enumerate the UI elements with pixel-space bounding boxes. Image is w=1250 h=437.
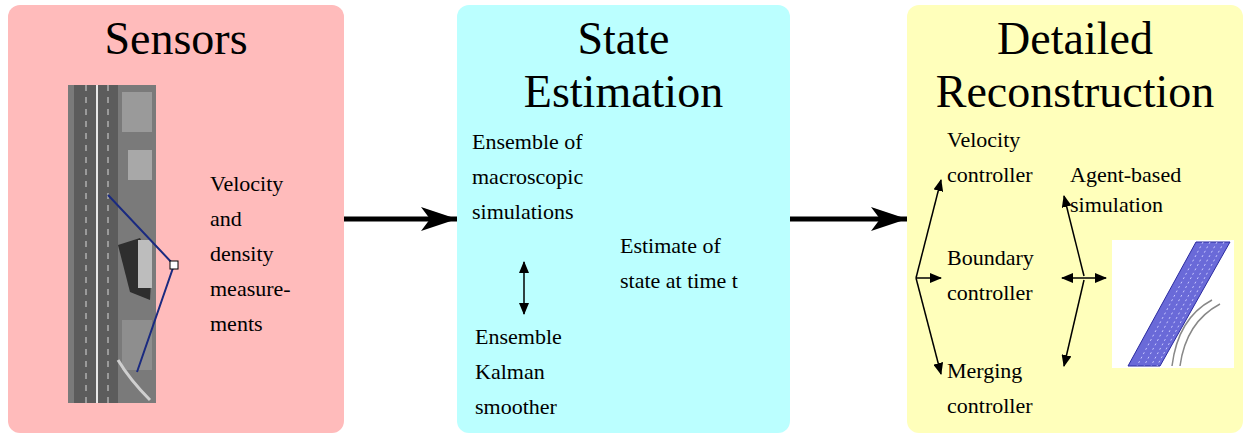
- sensor-point: [170, 261, 178, 269]
- panel-heading: Detailed Reconstruction: [911, 12, 1239, 118]
- panel-text: Velocity and density measure- ments: [210, 166, 291, 341]
- highway: [74, 85, 118, 403]
- sensor-link: [108, 195, 174, 372]
- stage-panel: State EstimationEnsemble of macroscopic …: [457, 5, 790, 433]
- ramp-outline: [1180, 304, 1220, 366]
- lane-mark: [96, 85, 98, 403]
- panel-text: Boundary controller: [947, 240, 1057, 310]
- vehicles: [1137, 242, 1224, 366]
- fork-arrow: [916, 278, 941, 374]
- ramp-outline: [1172, 300, 1212, 366]
- panel-text: Agent-based simulation: [1070, 160, 1195, 220]
- building: [122, 320, 152, 370]
- double-arrow: [1062, 277, 1106, 279]
- fork-arrow: [916, 277, 941, 279]
- stage-panel: Detailed ReconstructionVelocity controll…: [907, 5, 1243, 433]
- shadow: [118, 238, 152, 300]
- building: [122, 92, 152, 132]
- tower: [138, 240, 152, 288]
- join-arrow: [1064, 280, 1084, 366]
- fork-arrow: [916, 180, 941, 278]
- lane-mark: [86, 85, 87, 403]
- ramp: [118, 360, 150, 400]
- flow-arrow: [344, 217, 457, 222]
- panel-text: Merging controller: [947, 353, 1057, 423]
- photo-ground: [68, 85, 156, 403]
- panel-text: Velocity controller: [947, 122, 1057, 192]
- panel-heading: Sensors: [12, 12, 340, 65]
- double-arrow: [523, 262, 525, 314]
- panel-text: Ensemble of macroscopic simulations: [472, 124, 632, 229]
- building: [128, 150, 152, 180]
- stage-panel: SensorsVelocity and density measure- men…: [8, 5, 344, 433]
- flow-arrow: [790, 217, 907, 222]
- simulated-road: [1128, 242, 1230, 366]
- lane-mark: [108, 85, 109, 403]
- simulation-picture: [1112, 240, 1234, 368]
- panel-heading: State Estimation: [492, 12, 755, 118]
- panel-text: Estimate of state at time t: [620, 228, 755, 298]
- panel-text: Ensemble Kalman smoother: [475, 319, 580, 424]
